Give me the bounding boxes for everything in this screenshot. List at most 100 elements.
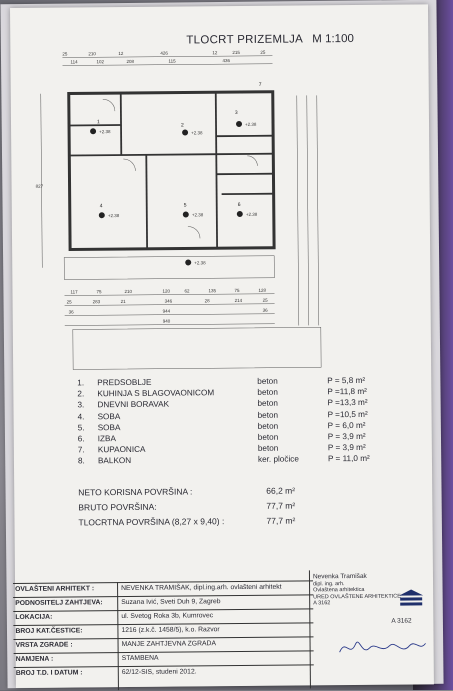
tb-label: BROJ KAT.ČESTICE:: [15, 627, 82, 635]
room-name: BALKON: [98, 454, 258, 467]
dim-label: 28: [205, 298, 211, 303]
room-area: P =10,5 m²: [328, 408, 398, 420]
dim-label: 208: [126, 59, 134, 64]
dim-label: 214: [235, 298, 243, 303]
total-row: TLOCRTNA POVRŠINA (8,27 x 9,40) : 77,7 m…: [78, 513, 398, 531]
dim-label: 215: [232, 50, 240, 55]
title-block-row: PODNOSITELJ ZAHTJEVA: Suzana Ivić, Sveti…: [13, 594, 313, 610]
room-area: P = 3,9 m²: [328, 431, 398, 443]
tb-value: 62/12-SIS, studeni 2012.: [122, 668, 197, 676]
dim-label: 102: [96, 59, 104, 64]
dim-label: 25: [260, 50, 266, 55]
tb-value: MANJE ZAHTJEVNA ZGRADA: [122, 640, 216, 648]
floor-plan: 1 2 3 4 5 6 7 +2.38 +2.38 +2.38 +2.38 +2…: [10, 44, 431, 378]
room-number-7: 7: [259, 82, 262, 88]
room-num: 8.: [78, 456, 98, 467]
tb-value: Suzana Ivić, Sveti Duh 9, Zagreb: [121, 598, 220, 606]
sheet-number: A 3162: [391, 618, 411, 625]
dim-label: 436: [222, 58, 230, 63]
tb-value: 1216 (z.k.č. 1458/5), k.o. Razvor: [121, 626, 219, 634]
dim-label: 115: [168, 59, 176, 64]
tb-label: LOKACIJA:: [15, 614, 52, 621]
tb-label: NAMJENA :: [16, 656, 54, 663]
room-num: 7.: [78, 444, 98, 455]
total-value: 66,2 m²: [266, 484, 295, 499]
room-area: P = 5,8 m²: [327, 375, 397, 387]
document-page: TLOCRT PRIZEMLJA M 1:100: [10, 4, 434, 688]
title-block-row: BROJ T.D. I DATUM : 62/12-SIS, studeni 2…: [14, 664, 314, 680]
area-totals: NETO KORISNA POVRŠINA : 66,2 m² BRUTO PO…: [78, 483, 398, 531]
level-mark: +2.38: [99, 129, 111, 134]
dim-label: 25: [67, 299, 73, 304]
room-area: P =13,3 m²: [327, 397, 397, 409]
level-mark: +2.38: [194, 260, 206, 265]
room-area: P = 6,0 m²: [328, 419, 398, 431]
page-title: TLOCRT PRIZEMLJA: [186, 33, 303, 46]
room-number-5: 5: [184, 202, 187, 208]
room-area: P =11,8 m²: [327, 386, 397, 398]
tb-label: OVLAŠTENI ARHITEKT :: [15, 585, 94, 593]
signature-icon: [337, 633, 427, 660]
dim-label: 25: [62, 51, 68, 56]
room-num: 1.: [77, 377, 97, 388]
title-block-row: LOKACIJA: ul. Svetog Roka 3b, Kumrovec: [13, 608, 313, 624]
level-mark: +2.38: [191, 130, 203, 135]
room-number-2: 2: [181, 122, 184, 128]
title-block-row: VRSTA ZGRADE : MANJE ZAHTJEVNA ZGRADA: [14, 636, 314, 652]
drawing-scale: M 1:100: [312, 33, 354, 45]
title-block-row: BROJ KAT.ČESTICE: 1216 (z.k.č. 1458/5), …: [13, 622, 313, 638]
dim-label: 36: [263, 308, 269, 313]
room-row: 8. BALKON ker. pločice P = 11,0 m²: [78, 453, 398, 467]
dim-label: 25: [263, 298, 269, 303]
room-number-3: 3: [235, 110, 238, 116]
room-num: 4.: [78, 411, 98, 422]
room-num: 5.: [78, 422, 98, 433]
dim-label: 117: [70, 289, 78, 294]
total-label: NETO KORISNA POVRŠINA :: [78, 484, 266, 501]
room-material: beton: [258, 431, 328, 443]
room-number-6: 6: [238, 202, 241, 208]
dim-label: 114: [70, 59, 78, 64]
level-mark: +2.38: [245, 122, 257, 127]
level-mark: +2.38: [246, 212, 258, 217]
room-number-4: 4: [100, 203, 103, 209]
total-value: 77,7 m²: [266, 514, 295, 529]
room-num: 6.: [78, 433, 98, 444]
room-area: P = 11,0 m²: [328, 453, 398, 465]
room-material: beton: [257, 386, 327, 398]
dim-label: 283: [93, 299, 101, 304]
room-num: 2.: [77, 388, 97, 399]
room-material: beton: [258, 409, 328, 421]
level-mark: +2.38: [108, 213, 120, 218]
room-material: beton: [258, 420, 328, 432]
total-label: TLOCRTNA POVRŠINA (8,27 x 9,40) :: [78, 514, 266, 531]
dim-label: 135: [208, 288, 216, 293]
dim-label: 346: [165, 299, 173, 304]
dim-label: 128: [258, 288, 266, 293]
dim-label: 120: [162, 289, 170, 294]
dim-label: 36: [69, 309, 75, 314]
tb-value: NEVENKA TRAMIŠAK, dipl.ing.arh. ovlašten…: [121, 584, 281, 592]
room-material: beton: [258, 442, 328, 454]
dim-label: 944: [163, 309, 171, 314]
dim-label: 12: [212, 50, 218, 55]
dim-label: 210: [88, 51, 96, 56]
dim-label: 21: [121, 299, 127, 304]
room-material: beton: [257, 398, 327, 410]
dim-label: 210: [124, 289, 132, 294]
title-block: OVLAŠTENI ARHITEKT : NEVENKA TRAMIŠAK, d…: [13, 569, 434, 688]
dim-label: 940: [163, 319, 171, 324]
dim-label: 62: [184, 288, 190, 293]
room-list: 1. PREDSOBLJE beton P = 5,8 m² 2. KUHINJ…: [77, 375, 398, 467]
room-num: 3.: [77, 400, 97, 411]
title-block-row: OVLAŠTENI ARHITEKT : NEVENKA TRAMIŠAK, d…: [13, 580, 313, 596]
dim-label: 75: [96, 289, 102, 294]
level-mark: +2.38: [192, 212, 204, 217]
dim-label: 12: [118, 51, 124, 56]
tb-label: PODNOSITELJ ZAHTJEVA:: [15, 599, 103, 607]
dim-label: 827: [36, 184, 44, 189]
room-material: beton: [257, 375, 327, 387]
title-block-row: NAMJENA : STAMBENA: [14, 650, 314, 666]
tb-value: STAMBENA: [122, 655, 159, 662]
